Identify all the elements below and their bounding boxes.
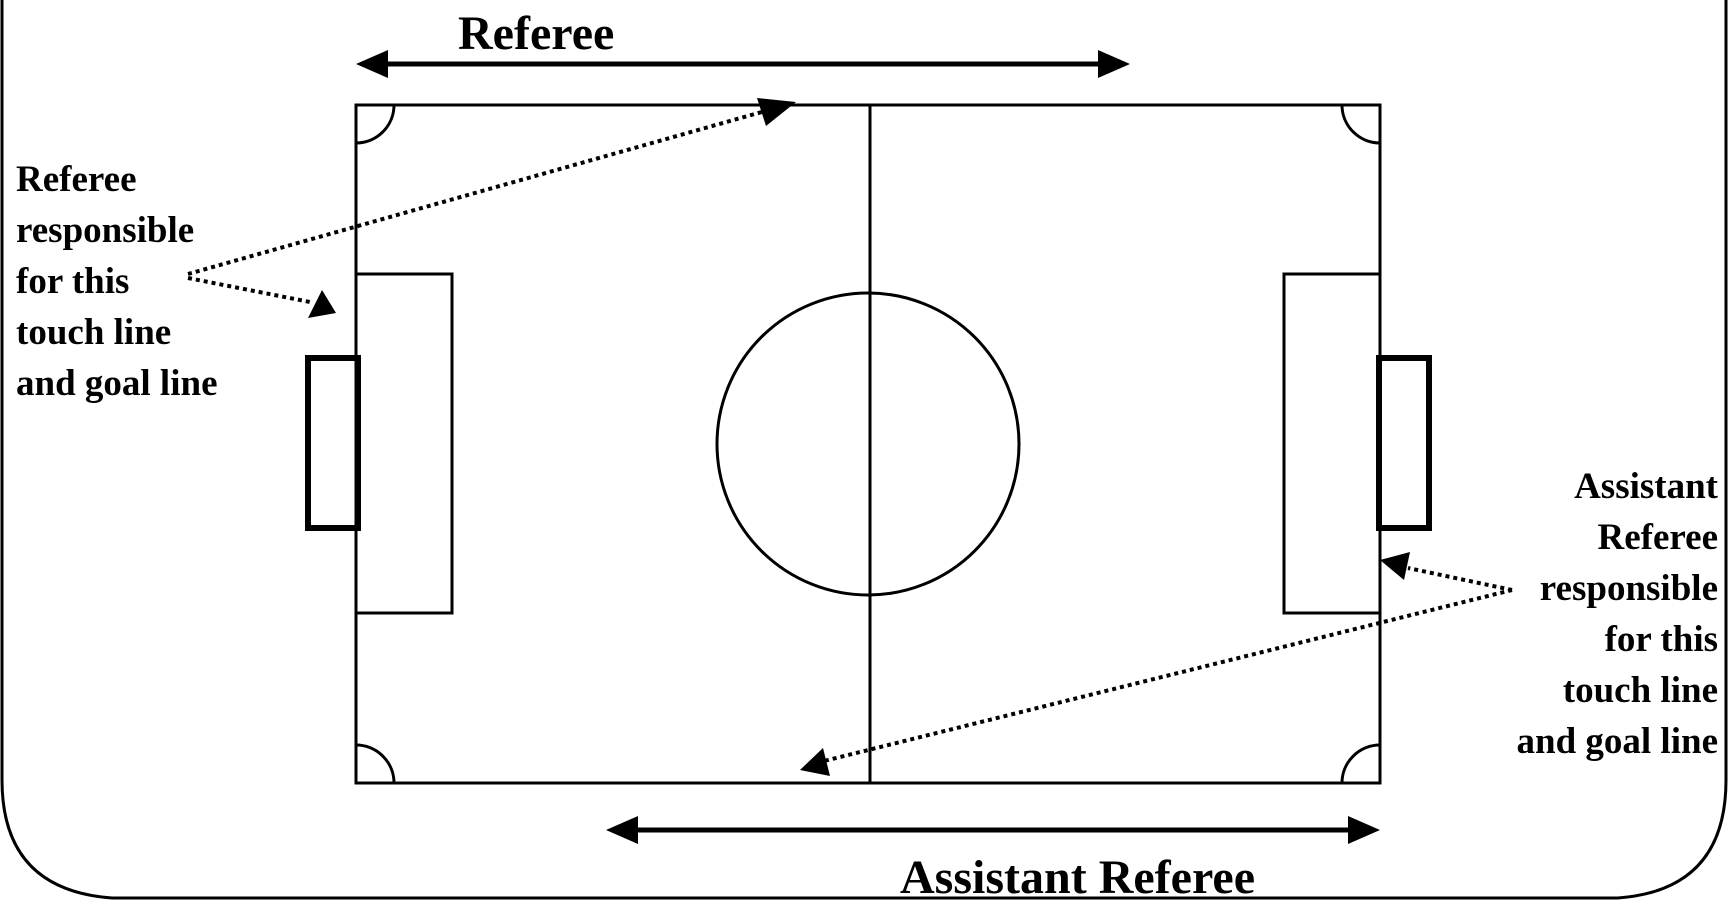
- note-line: responsible: [1539, 568, 1718, 609]
- corner-arc-top-left: [355, 104, 396, 145]
- note-line: Referee: [16, 159, 137, 200]
- field-boundary: [354, 103, 1382, 785]
- assistant-pointer-to-touch-line: [819, 588, 1513, 764]
- assistant-referee-label: Assistant Referee: [900, 851, 1256, 904]
- referee-pointer-arrowhead-goal-line: [308, 290, 336, 318]
- assistant-pointer-arrowhead-touch-line: [800, 748, 830, 776]
- referee-pointer-to-touch-line: [187, 106, 777, 276]
- assistant-pointer-to-goal-line: [1407, 566, 1513, 592]
- right-goal: [1376, 355, 1432, 531]
- assistant-pointer-arrowhead-goal-line: [1380, 552, 1410, 580]
- referee-responsibility-note: Referee responsible for this touch line …: [16, 154, 218, 409]
- left-penalty-area: [354, 272, 454, 615]
- note-line: responsible: [16, 210, 195, 251]
- referee-arrowhead-left: [356, 50, 388, 78]
- note-line: for this: [16, 261, 130, 302]
- note-line: Assistant: [1574, 466, 1718, 507]
- right-penalty-area: [1282, 272, 1382, 615]
- note-line: and goal line: [1516, 721, 1719, 762]
- note-line: Referee: [1597, 517, 1719, 558]
- referee-arrowhead-right: [1098, 50, 1130, 78]
- referee-label: Referee: [458, 7, 615, 60]
- assistant-arrowhead-left: [606, 816, 638, 844]
- assistant-arrowhead-right: [1348, 816, 1380, 844]
- note-line: touch line: [16, 312, 172, 353]
- note-line: for this: [1604, 619, 1718, 660]
- corner-arc-bottom-right: [1340, 743, 1381, 784]
- referee-pointer-arrowhead-touch-line: [757, 98, 796, 126]
- note-line: and goal line: [16, 363, 218, 404]
- corner-arc-top-right: [1340, 104, 1381, 145]
- center-circle: [715, 291, 1021, 597]
- left-goal: [305, 355, 361, 531]
- note-line: touch line: [1562, 670, 1718, 711]
- corner-arc-bottom-left: [355, 743, 396, 784]
- assistant-referee-responsibility-note: Assistant Referee responsible for this t…: [1517, 461, 1719, 767]
